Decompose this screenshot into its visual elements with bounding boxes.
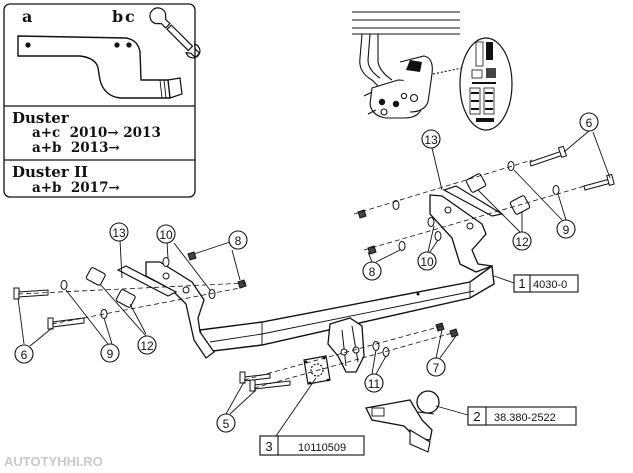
assembly-lines — [17, 159, 586, 389]
svg-text:8: 8 — [369, 265, 376, 279]
callout-6-left: 6 — [14, 344, 34, 364]
point-c-hole — [126, 42, 132, 48]
legend-duster-line-2: a+b 2013→ — [32, 140, 120, 156]
part-3-number: 3 — [265, 439, 272, 454]
part-3-box: 3 10110509 — [259, 435, 365, 456]
leader-lines — [17, 130, 611, 437]
point-a-hole — [25, 42, 31, 48]
part-2-number: 2 — [473, 409, 480, 424]
svg-text:13: 13 — [424, 133, 438, 147]
part-1-code: 4030-0 — [533, 279, 567, 291]
callouts: 13 10 8 6 9 12 13 8 — [14, 112, 599, 433]
callout-13-left: 13 — [109, 222, 129, 242]
bracket-profile — [17, 35, 171, 99]
callout-8-right: 8 — [362, 261, 382, 281]
legend-duster-line-1: a+c 2010→ 2013 — [32, 125, 161, 141]
part-1-box: 1 4030-0 — [513, 274, 579, 293]
callout-6-right: 6 — [579, 112, 599, 132]
svg-text:10: 10 — [420, 255, 434, 269]
vehicle-mount-detail — [352, 11, 463, 119]
svg-text:13: 13 — [112, 226, 126, 240]
callout-8-left: 8 — [228, 230, 248, 250]
svg-text:7: 7 — [433, 361, 440, 375]
svg-text:6: 6 — [21, 348, 28, 362]
svg-text:6: 6 — [586, 116, 593, 130]
point-label-c: c — [125, 7, 135, 26]
legend-duster-ii-line-1: a+b 2017→ — [32, 180, 120, 196]
socket-plate — [303, 355, 331, 385]
tow-ball — [365, 390, 440, 453]
svg-text:11: 11 — [368, 377, 381, 391]
wrench-icon — [149, 7, 201, 59]
point-label-b: b — [112, 7, 123, 26]
towbar-crossbar — [116, 185, 504, 373]
svg-text:9: 9 — [563, 223, 570, 237]
svg-text:9: 9 — [107, 347, 114, 361]
callout-12-right: 12 — [512, 231, 532, 251]
part-1-number: 1 — [518, 276, 525, 291]
watermark: AUTOTYHHI.RO — [4, 454, 103, 469]
inset-panel: a b c Duster a+c 2010→ 2013 a+b 2013→ Du… — [3, 3, 201, 198]
point-b-hole — [114, 42, 120, 48]
svg-text:10: 10 — [159, 228, 173, 242]
part-2-code: 38.380-2522 — [494, 412, 556, 424]
callout-12-left: 12 — [137, 335, 157, 355]
point-label-a: a — [22, 7, 32, 26]
callout-11: 11 — [364, 373, 384, 393]
label-plate — [459, 37, 513, 131]
callout-9-left: 9 — [100, 343, 120, 363]
callout-9-right: 9 — [556, 219, 576, 239]
svg-text:12: 12 — [515, 235, 529, 249]
callout-13-right: 13 — [421, 129, 441, 149]
callout-5: 5 — [216, 413, 236, 433]
washers-and-nuts — [60, 161, 560, 357]
svg-text:12: 12 — [140, 339, 154, 353]
part-3-code: 10110509 — [298, 442, 346, 454]
callout-10-left: 10 — [156, 224, 176, 244]
part-boxes: 1 4030-0 2 38.380-2522 3 10110509 — [259, 274, 579, 456]
legend-model-duster-ii: Duster II — [12, 163, 88, 181]
callout-7: 7 — [426, 357, 446, 377]
part-2-box: 2 38.380-2522 — [467, 406, 577, 426]
callout-10-right: 10 — [417, 251, 437, 271]
svg-text:5: 5 — [223, 417, 230, 431]
svg-text:8: 8 — [235, 234, 242, 248]
legend-model-duster: Duster — [12, 109, 70, 127]
